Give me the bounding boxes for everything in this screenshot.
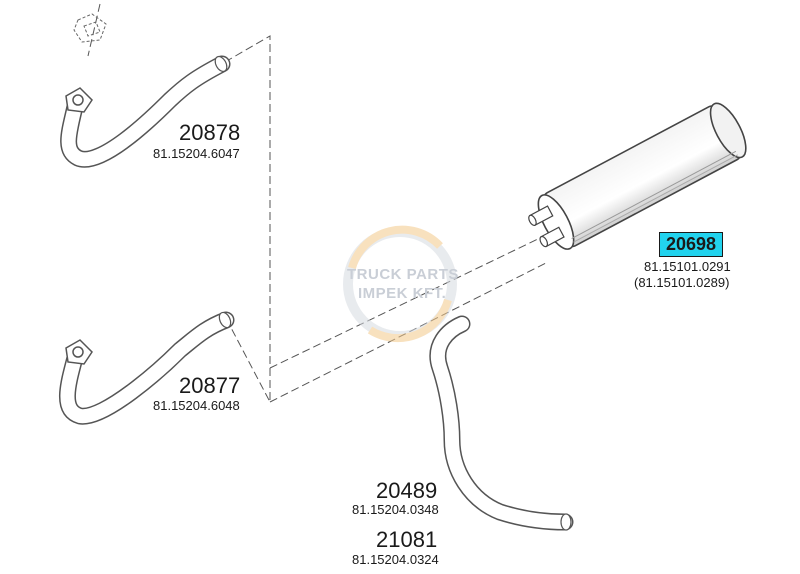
watermark-line2: IMPEK KFT.: [358, 285, 447, 302]
part-code-20698: 81.15101.0291: [644, 259, 731, 274]
assembly-guide-lines: [87, 3, 549, 403]
part-alt-code-20698: (81.15101.0289): [634, 275, 730, 290]
part-number-20878: 20878: [179, 120, 241, 145]
pipe-20878[interactable]: [60, 55, 231, 168]
tail-pipe-20489[interactable]: [429, 315, 574, 531]
pipe-20877[interactable]: [58, 311, 235, 425]
part-code-20877: 81.15204.6048: [153, 398, 240, 413]
part-number-20698: 20698: [659, 232, 724, 257]
part-code-20489: 81.15204.0348: [352, 502, 439, 517]
part-number-20489: 20489: [376, 478, 438, 503]
part-code-20878: 81.15204.6047: [153, 146, 240, 161]
part-number-20877: 20877: [179, 373, 241, 398]
muffler-20698[interactable]: [522, 98, 753, 259]
part-code-21081: 81.15204.0324: [352, 552, 439, 567]
watermark-logo: [343, 225, 457, 343]
bracket-fragment: [73, 13, 107, 43]
watermark-line1: TRUCK PARTS: [347, 266, 459, 283]
part-number-21081: 21081: [376, 527, 438, 552]
